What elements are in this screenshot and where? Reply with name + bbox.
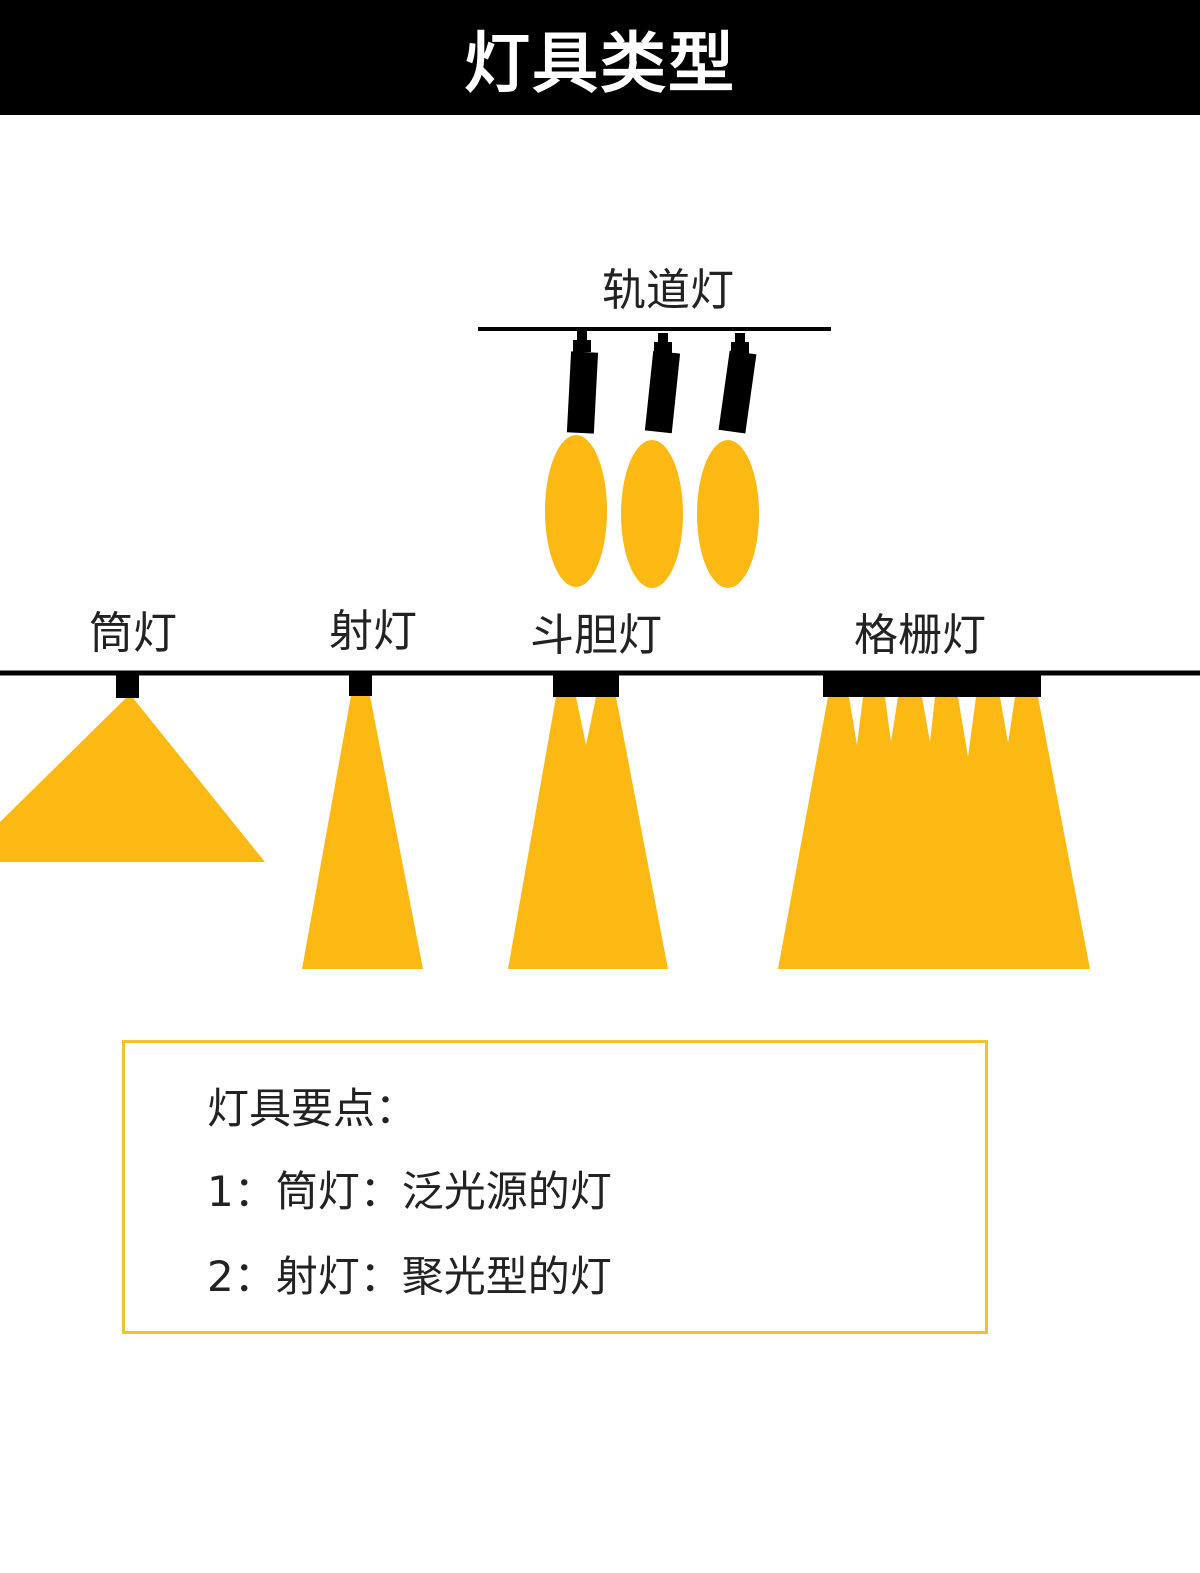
track-head-2 — [644, 333, 681, 434]
track-light-label: 轨道灯 — [602, 265, 734, 316]
spotlight-beam — [302, 696, 423, 969]
downlight-label: 筒灯 — [89, 608, 177, 659]
notes-heading: 灯具要点： — [207, 1084, 418, 1133]
downlight-group: 筒灯 — [0, 608, 265, 862]
downlight-beam — [0, 698, 265, 862]
note-item: 2：射灯：聚光型的灯 — [207, 1252, 612, 1301]
spotlight-fixture — [349, 673, 372, 696]
downlight-fixture — [116, 673, 139, 698]
page-title: 灯具类型 — [464, 24, 736, 102]
spotlight-group: 射灯 — [302, 606, 423, 969]
track-head-3 — [718, 333, 757, 434]
track-light-group: 轨道灯 — [478, 265, 831, 588]
grille-spot-group: 斗胆灯 — [508, 610, 668, 969]
grille-light-group: 格栅灯 — [778, 610, 1090, 969]
header-bar: 灯具类型 — [0, 0, 1200, 115]
grille-spot-beam — [508, 697, 668, 969]
grille-light-fixture — [823, 673, 1041, 697]
track-beam-3 — [697, 440, 759, 588]
notes-box: 灯具要点： 1：筒灯：泛光源的灯 2：射灯：聚光型的灯 — [122, 1040, 988, 1334]
track-head-1 — [566, 331, 599, 434]
track-beam-1 — [545, 435, 607, 587]
note-item: 1：筒灯：泛光源的灯 — [207, 1167, 612, 1216]
spotlight-label: 射灯 — [329, 606, 417, 657]
grille-spot-label: 斗胆灯 — [530, 610, 662, 661]
grille-spot-fixture — [553, 673, 619, 697]
grille-light-beam — [778, 697, 1090, 969]
grille-light-label: 格栅灯 — [854, 610, 986, 661]
track-beam-2 — [621, 440, 683, 588]
